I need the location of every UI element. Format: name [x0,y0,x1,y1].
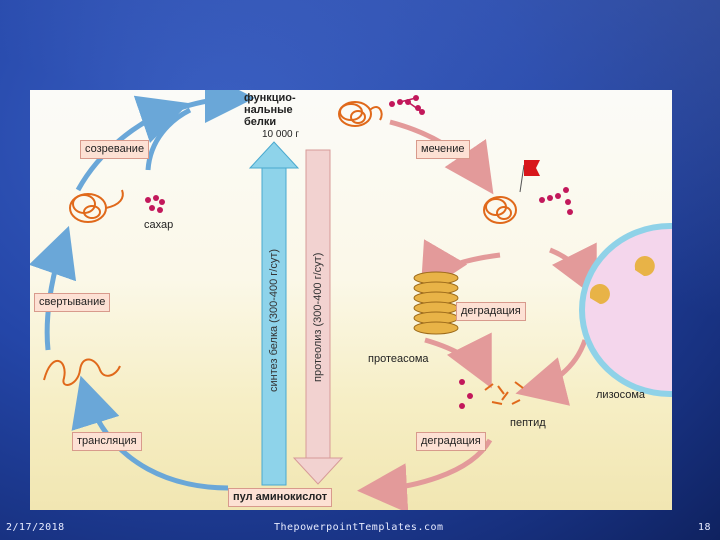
lysosome [579,223,672,397]
translation-box: трансляция [72,432,142,451]
amino-pool-box: пул аминокислот [228,488,333,507]
amount-label: 10 000 г [262,129,300,140]
labeling-box: мечение [416,140,470,159]
deg-arrow-proteasome-out [424,332,492,389]
proteasome-label: протеасома [368,353,429,365]
maturation-box: созревание [80,140,150,159]
proteolysis-arrow-label: протеолиз (300-400 г/сут) [312,252,324,382]
sugar-label: сахар [144,219,174,231]
functional-proteins-label: функцио- нальные белки [244,92,296,128]
degradation-bottom-box: деградация [416,432,486,451]
peptide-label: пептид [510,417,546,429]
protein-turnover-diagram: функцио- нальные белки 10 000 г созреван… [30,90,672,510]
proteolysis-arrow [292,149,344,485]
footer-page-number: 18 [698,522,712,533]
degradation-top-box: деградация [456,302,526,321]
sugar-chain-labeled [539,187,573,215]
functional-protein-coil [338,101,383,127]
deg-arrow-to-lysosome [549,242,597,299]
cycle-arrow-to-functional-proteins [179,90,255,124]
lysosome-label: лизосома [596,389,646,401]
footer-site[interactable]: ThepowerpointTemplates.com [274,522,444,533]
cycle-arrow-pool-to-translation [71,375,229,491]
synthesis-arrow-label: синтез белка (300-400 г/сут) [268,248,280,392]
labeled-protein-coil [483,196,517,224]
diagram-graphics [30,90,672,510]
cycle-arrow-maturation-branch [145,107,192,171]
synthesis-arrow [248,141,300,486]
sugar-chain-top [389,95,425,115]
deg-arrow-lysosome-out [515,339,588,406]
footer-date: 2/17/2018 [6,522,65,533]
cycle-arrow-folding-to-maturation [75,95,190,192]
amino-dots [459,379,473,409]
folded-protein-coil [69,189,124,223]
proteasome-barrel [413,271,459,335]
sugar-dots-left [145,195,165,213]
sugar-chain-top-lines [399,97,423,113]
unfolded-chain [43,358,121,386]
peptide-fragments [484,381,524,405]
folding-box: свертывание [34,293,111,312]
ubiquitin-flag [519,160,540,193]
